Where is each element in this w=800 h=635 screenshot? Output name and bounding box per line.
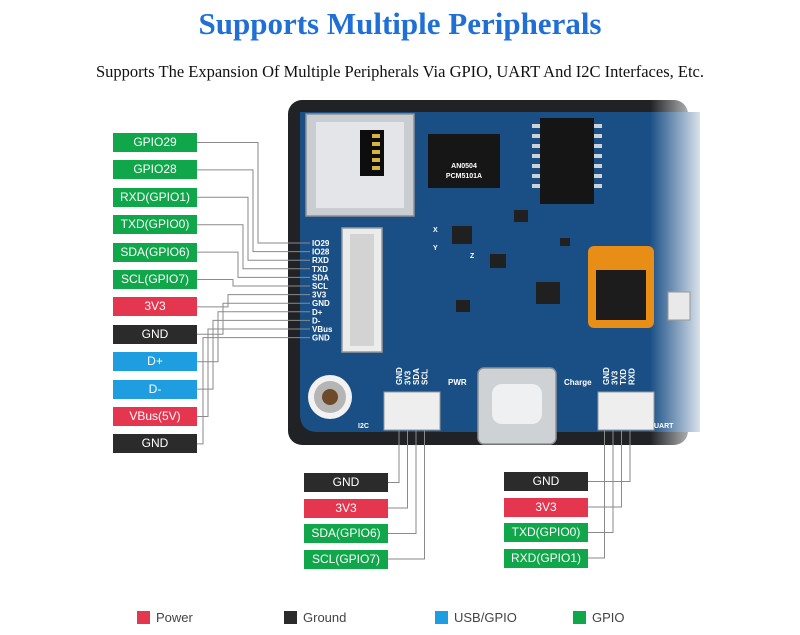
i2c-silk-label: SDA — [412, 368, 421, 385]
smd-components — [452, 210, 570, 312]
i2c-pin-label: SDA(GPIO6) — [304, 524, 388, 543]
uart-pin-label: TXD(GPIO0) — [504, 523, 588, 542]
leader-line — [197, 337, 310, 445]
chip-text-2: AN0504 — [451, 163, 477, 170]
audio-dac-chip: AN0504 PCM5101A — [428, 134, 500, 188]
leader-line — [197, 302, 310, 335]
i2c-pin-label: GND — [304, 473, 388, 492]
i2c-silk-label: SCL — [421, 369, 430, 385]
legend-label: Power — [156, 610, 193, 625]
leader-line — [197, 251, 310, 278]
side-connector — [667, 291, 691, 321]
axis-marker: X Y Z — [433, 227, 475, 260]
legend-label: GPIO — [592, 610, 625, 625]
leader-line — [588, 430, 631, 482]
left-pin-label: GND — [113, 434, 197, 454]
uart-pin-label: GND — [504, 472, 588, 491]
page-subtitle: Supports The Expansion Of Multiple Perip… — [96, 62, 704, 81]
leader-line — [588, 430, 605, 559]
header-silk-label: 3V3 — [312, 291, 327, 300]
i2c-pin-label: 3V3 — [304, 498, 388, 518]
leader-line — [388, 430, 417, 534]
left-pin-label: D+ — [113, 352, 197, 372]
usb-c-port — [477, 367, 557, 445]
leader-line — [197, 294, 310, 308]
fpc-header — [341, 227, 383, 353]
axis-x-label: X — [433, 227, 438, 234]
header-silk-label: IO28 — [312, 248, 330, 257]
legend-label: USB/GPIO — [454, 610, 517, 625]
wireless-module — [588, 246, 654, 328]
uart-label: UART — [654, 423, 674, 430]
left-pin-label: D- — [113, 379, 197, 399]
leader-line — [588, 430, 622, 508]
header-silk-label: SCL — [312, 282, 328, 291]
leader-lines — [197, 142, 631, 560]
header-silk-label: D- — [312, 316, 321, 325]
leader-line — [197, 319, 310, 390]
legend-item: Power — [137, 610, 193, 626]
soic-chip — [532, 118, 602, 204]
uart-connector — [597, 391, 655, 431]
header-silk-label: RXD — [312, 256, 329, 265]
uart-pin-label: RXD(GPIO1) — [504, 548, 588, 568]
header-silk-label: VBus — [312, 325, 333, 334]
sd-card-slot — [305, 113, 415, 217]
leader-line — [197, 279, 310, 287]
legend-item: GPIO — [573, 610, 625, 626]
leader-line — [197, 224, 310, 270]
legend-swatch — [137, 611, 150, 624]
charge-label: Charge — [564, 378, 592, 387]
leader-line — [388, 430, 400, 483]
header-silk-label: IO29 — [312, 239, 330, 248]
left-pin-label: VBus(5V) — [113, 407, 197, 426]
legend-swatch — [573, 611, 586, 624]
left-pin-label: SDA(GPIO6) — [113, 242, 197, 262]
uart-pin-label: 3V3 — [504, 497, 588, 517]
uart-silk-label: 3V3 — [611, 370, 620, 385]
header-silk-label: TXD — [312, 265, 328, 274]
leader-line — [197, 169, 310, 253]
leader-line — [388, 430, 408, 509]
axis-z-label: Z — [470, 253, 475, 260]
i2c-pin-label: SCL(GPIO7) — [304, 549, 388, 569]
i2c-label: I2C — [358, 423, 369, 430]
left-pin-label: GPIO28 — [113, 160, 197, 180]
i2c-silk-label: GND — [395, 367, 404, 385]
i2c-connector — [383, 391, 441, 431]
page-title: Supports Multiple Peripherals — [198, 6, 602, 41]
left-pin-label: GPIO29 — [113, 133, 197, 152]
leader-line — [197, 196, 310, 261]
header-silk-label: D+ — [312, 308, 323, 317]
legend-label: Ground — [303, 610, 347, 625]
header-silk-label: GND — [312, 299, 330, 308]
uart-silk-label: RXD — [628, 368, 637, 385]
left-pin-label: 3V3 — [113, 297, 197, 317]
leader-line — [588, 430, 614, 533]
left-pin-label: TXD(GPIO0) — [113, 215, 197, 235]
uart-silk-label: GND — [602, 367, 611, 385]
mounting-hole — [308, 375, 352, 419]
legend-swatch — [284, 611, 297, 624]
legend-item: Ground — [284, 610, 346, 626]
header-silk-label: SDA — [312, 273, 329, 282]
left-pin-label: RXD(GPIO1) — [113, 187, 197, 207]
pwr-label: PWR — [448, 378, 467, 387]
header-silk-label: GND — [312, 334, 330, 343]
left-pin-label: GND — [113, 324, 197, 344]
axis-y-label: Y — [433, 245, 438, 252]
legend-item: USB/GPIO — [435, 610, 517, 626]
left-pin-label: SCL(GPIO7) — [113, 270, 197, 289]
legend-swatch — [435, 611, 448, 624]
leader-line — [197, 142, 310, 244]
leader-line — [388, 430, 425, 560]
chip-text-1: PCM5101A — [446, 173, 482, 180]
uart-silk-label: TXD — [619, 369, 628, 385]
i2c-silk-label: 3V3 — [404, 370, 413, 385]
pcb-fade — [650, 100, 710, 445]
